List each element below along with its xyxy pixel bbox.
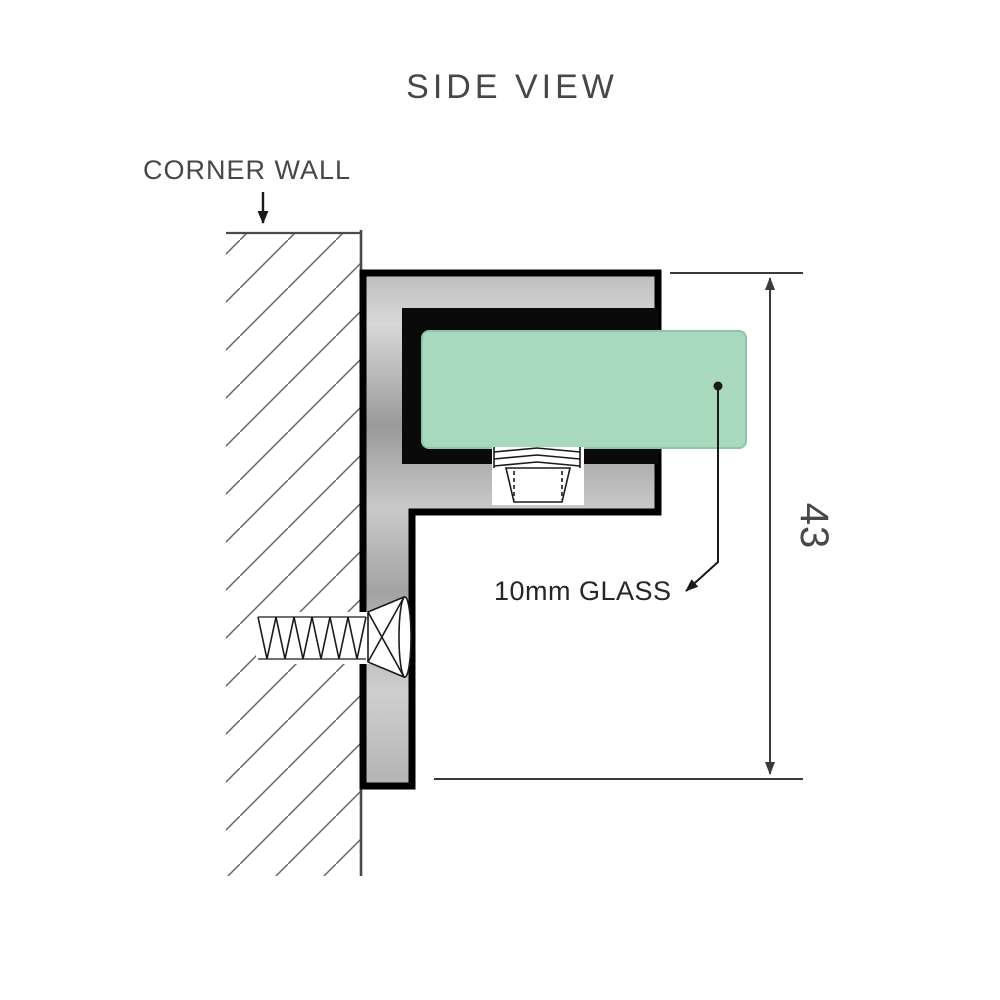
wall-hatching [226,233,361,876]
glass-panel [421,330,747,449]
screw-head-face [398,596,412,678]
grub-screw-thread-3 [493,461,581,467]
diagram-title: SIDE VIEW [406,68,618,106]
glass-label: 10mm GLASS [494,576,672,606]
grub-screw [492,447,584,505]
glass-callout-dot [713,381,723,391]
screw-head-cross-1 [367,611,405,678]
dimension-value: 43 [792,503,836,550]
grub-screw-thread-1 [493,447,581,453]
grub-screw-thread-2 [493,454,581,460]
grub-screw-cone [504,467,572,503]
glass-callout: 10mm GLASS [494,381,723,606]
wall-screw [256,595,412,679]
glass-leader-line [685,390,719,592]
wall [226,230,363,876]
corner-wall-label: CORNER WALL [143,155,351,185]
dimension-43: 43 [434,272,836,780]
screw-head-cross-2 [367,596,405,663]
